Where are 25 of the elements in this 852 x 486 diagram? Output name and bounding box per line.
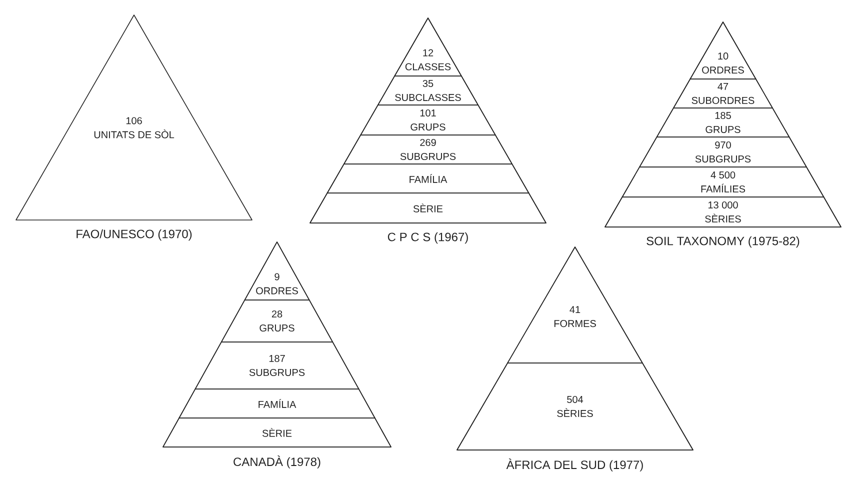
pyramid-level: 12 CLASSES <box>394 18 462 76</box>
pyramid-level: FAMÍLIA <box>326 164 530 194</box>
pyramid-level: 13 000 SÈRIES <box>604 196 842 228</box>
pyramid-caption: CANADÀ (1978) <box>234 456 320 468</box>
pyramid-level: FAMÍLIA <box>178 388 376 418</box>
pyramid-level: 970 SUBGRUPS <box>639 136 807 168</box>
pyramid-caption: C P C S (1967) <box>388 232 468 244</box>
pyramid-level: 101 GRUPS <box>360 104 496 136</box>
pyramid-level: SÈRIE <box>162 418 392 448</box>
pyramid-level: 185 GRUPS <box>656 108 790 138</box>
pyramid-level: 9 ORDRES <box>244 242 310 300</box>
pyramid-level: 41 FORMES <box>507 246 643 364</box>
pyramid-level: 504 SÈRIES <box>456 362 694 450</box>
pyramid-caption: ÀFRICA DEL SUD (1977) <box>506 458 643 472</box>
pyramid-caption: FAO/UNESCO (1970) <box>76 229 192 241</box>
pyramid-caption: SOIL TAXONOMY (1975-82) <box>646 236 800 248</box>
pyramid: 106 UNITATS DE SÒL <box>16 14 252 220</box>
pyramid-level: SÈRIE <box>310 192 546 224</box>
pyramid-level: 187 SUBGRUPS <box>194 342 360 390</box>
pyramid-level: 269 SUBGRUPS <box>344 134 512 164</box>
pyramid-level: 4 500 FAMÍLIES <box>622 166 824 198</box>
pyramid-level: 10 ORDRES <box>690 22 756 80</box>
pyramid-level: 28 GRUPS <box>221 300 334 342</box>
pyramid-level: 35 SUBCLASSES <box>378 76 478 106</box>
pyramid-level: 47 SUBORDRES <box>673 78 773 108</box>
